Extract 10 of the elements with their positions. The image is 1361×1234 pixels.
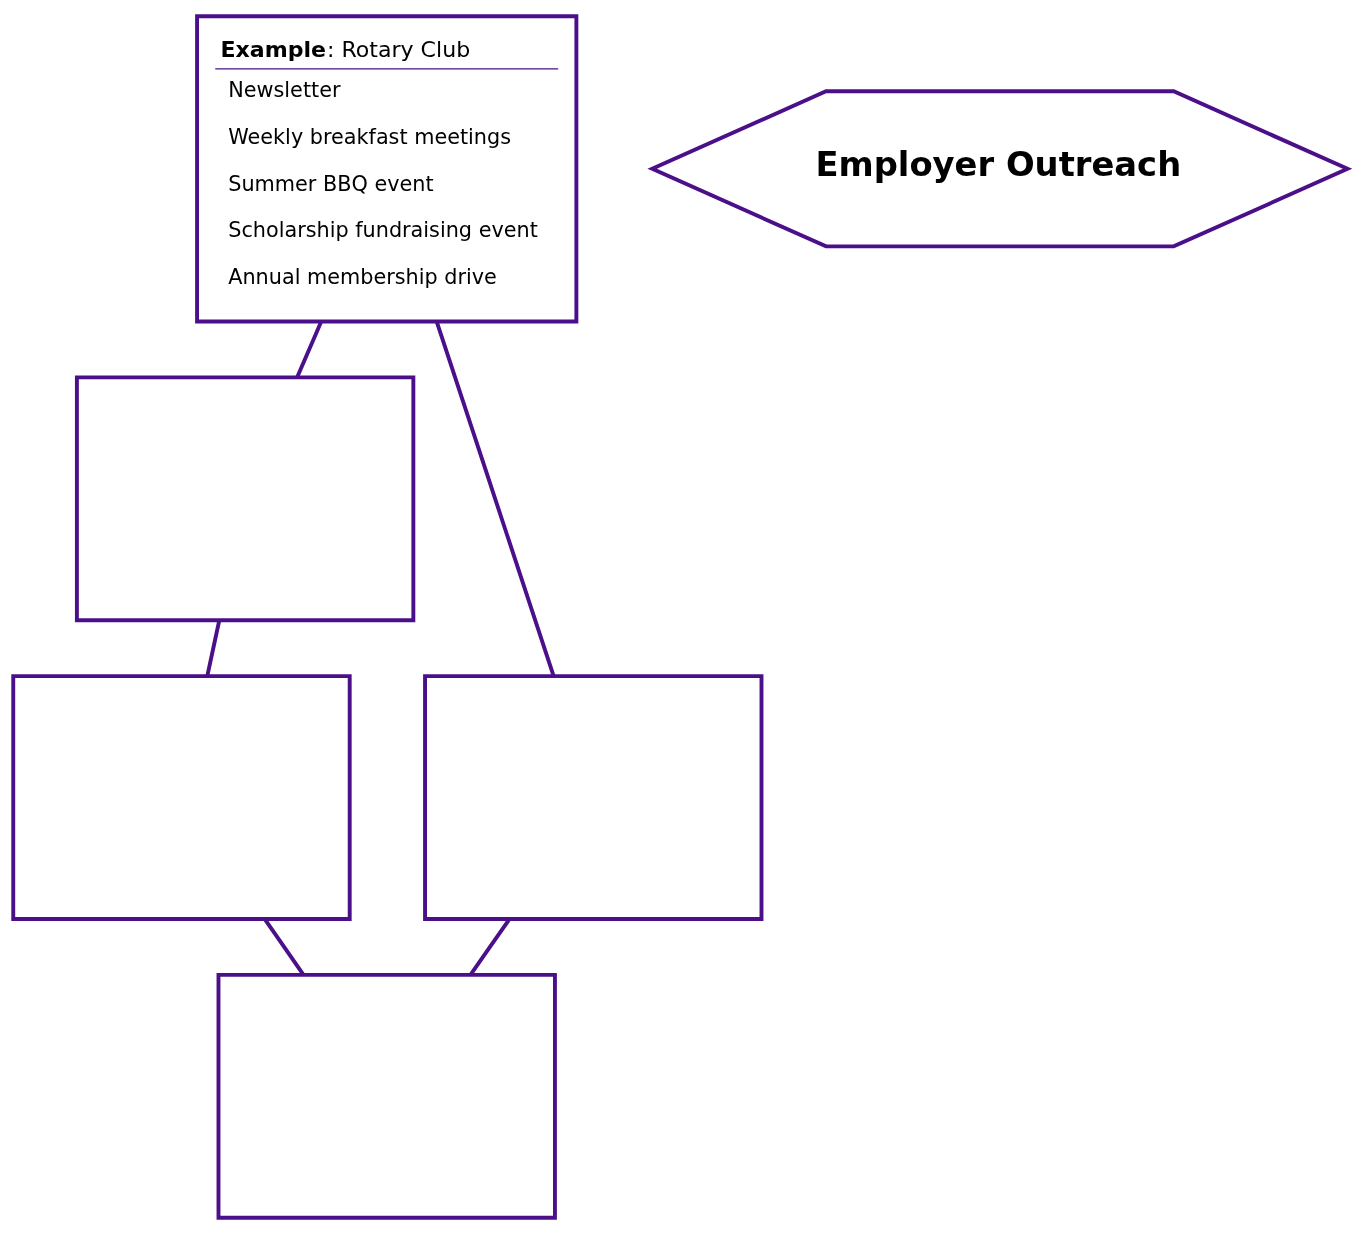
connector — [295, 321, 323, 378]
connector — [469, 918, 511, 976]
node-box — [11, 674, 352, 921]
connector — [205, 620, 222, 677]
connector — [434, 321, 556, 677]
node-box — [216, 972, 557, 1220]
node-box — [423, 674, 764, 921]
node-box — [74, 375, 416, 623]
node-box: Example: Rotary Club Newsletter Weekly breakfast meetings Summer BBQ event Scholarship fundraising event Annual membership drive — [195, 14, 579, 324]
connector — [263, 918, 305, 976]
